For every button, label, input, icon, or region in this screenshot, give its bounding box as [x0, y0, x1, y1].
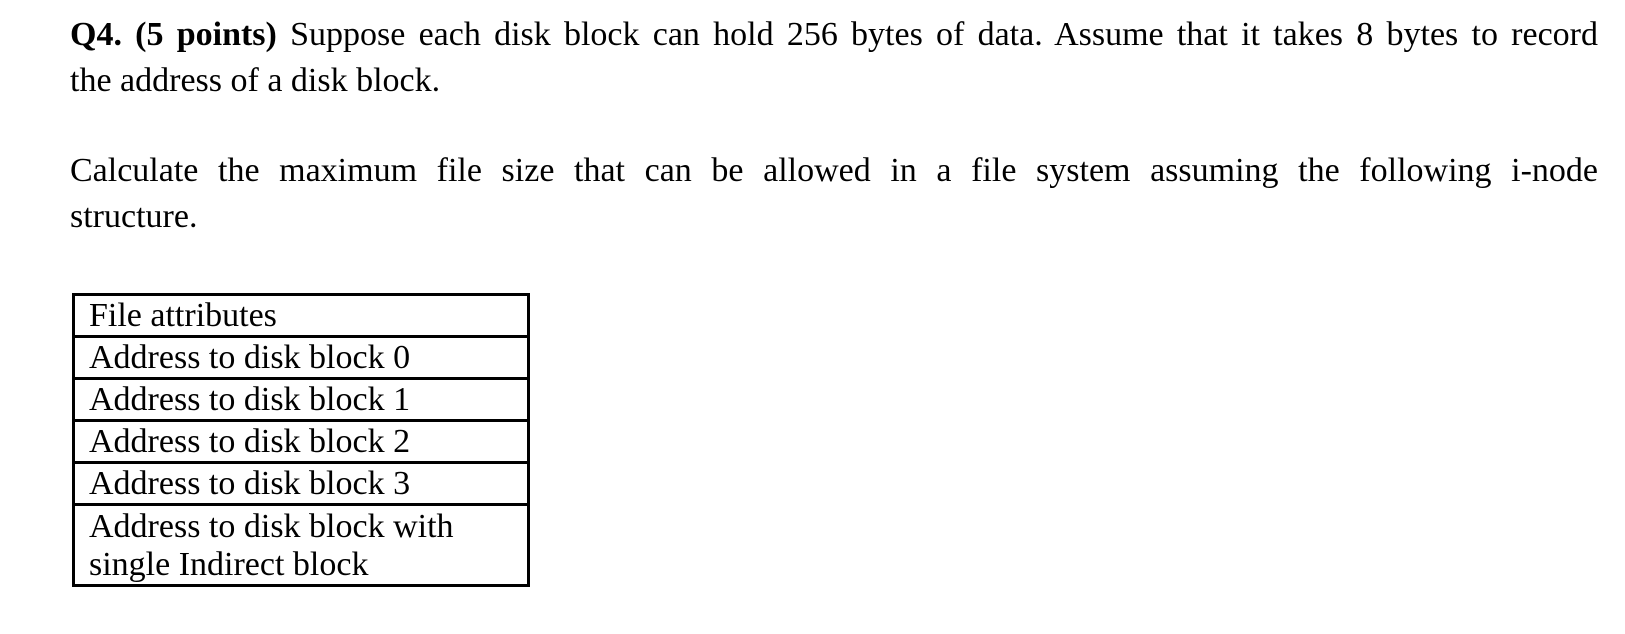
question-intro-line-1: Q4. (5 points) Suppose each disk block c…: [70, 12, 1598, 58]
question-task-paragraph: Calculate the maximum file size that can…: [70, 148, 1598, 240]
question-task-line-2: structure.: [70, 198, 198, 235]
table-row-single-indirect-block: Address to disk block with single Indire…: [89, 508, 454, 583]
question-intro-paragraph: Q4. (5 points) Suppose each disk block c…: [70, 12, 1598, 104]
table-row-address-block-2: Address to disk block 2: [75, 422, 527, 464]
table-row-address-block-0: Address to disk block 0: [75, 338, 527, 380]
question-intro-text: Suppose each disk block can hold 256 byt…: [290, 16, 1598, 53]
table-row-address-block-1: Address to disk block 1: [75, 380, 527, 422]
question-intro-line-2: the address of a disk block.: [70, 62, 441, 99]
table-row-address-block-3: Address to disk block 3: [75, 464, 527, 506]
table-row-file-attributes: File attributes: [75, 296, 527, 338]
inode-structure-table: File attributes Address to disk block 0 …: [72, 293, 530, 587]
question-task-line-1: Calculate the maximum file size that can…: [70, 152, 1598, 189]
question-number-label: Q4. (5 points): [70, 16, 277, 53]
